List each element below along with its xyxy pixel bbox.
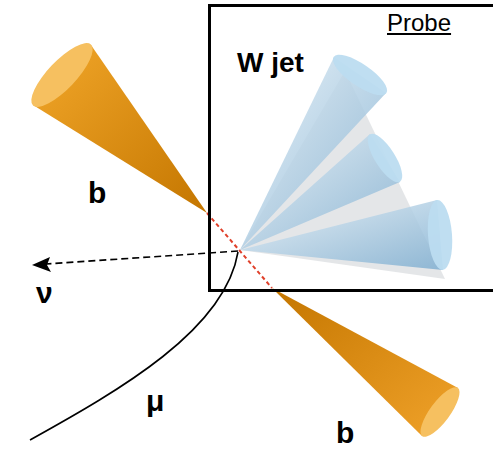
- b-quark-label: b: [88, 176, 106, 209]
- muon-track: [30, 252, 238, 440]
- top-axis: [207, 213, 272, 288]
- muon-label: μ: [146, 384, 164, 417]
- probe-box: Probe W jet: [208, 4, 493, 292]
- b-jet-cap: [414, 382, 466, 442]
- subjet-cap: [362, 129, 409, 187]
- box-heading: Probe: [387, 9, 451, 37]
- b-jet-cap: [23, 35, 101, 115]
- subjet-cap: [327, 48, 392, 102]
- neutrino-label: ν: [36, 276, 53, 309]
- jet-label: W jet: [237, 47, 304, 79]
- subjet-cap: [425, 199, 454, 271]
- neutrino-arrowhead: [32, 257, 51, 272]
- subjet-cone: [240, 200, 443, 270]
- b-quark-label: b: [336, 416, 354, 449]
